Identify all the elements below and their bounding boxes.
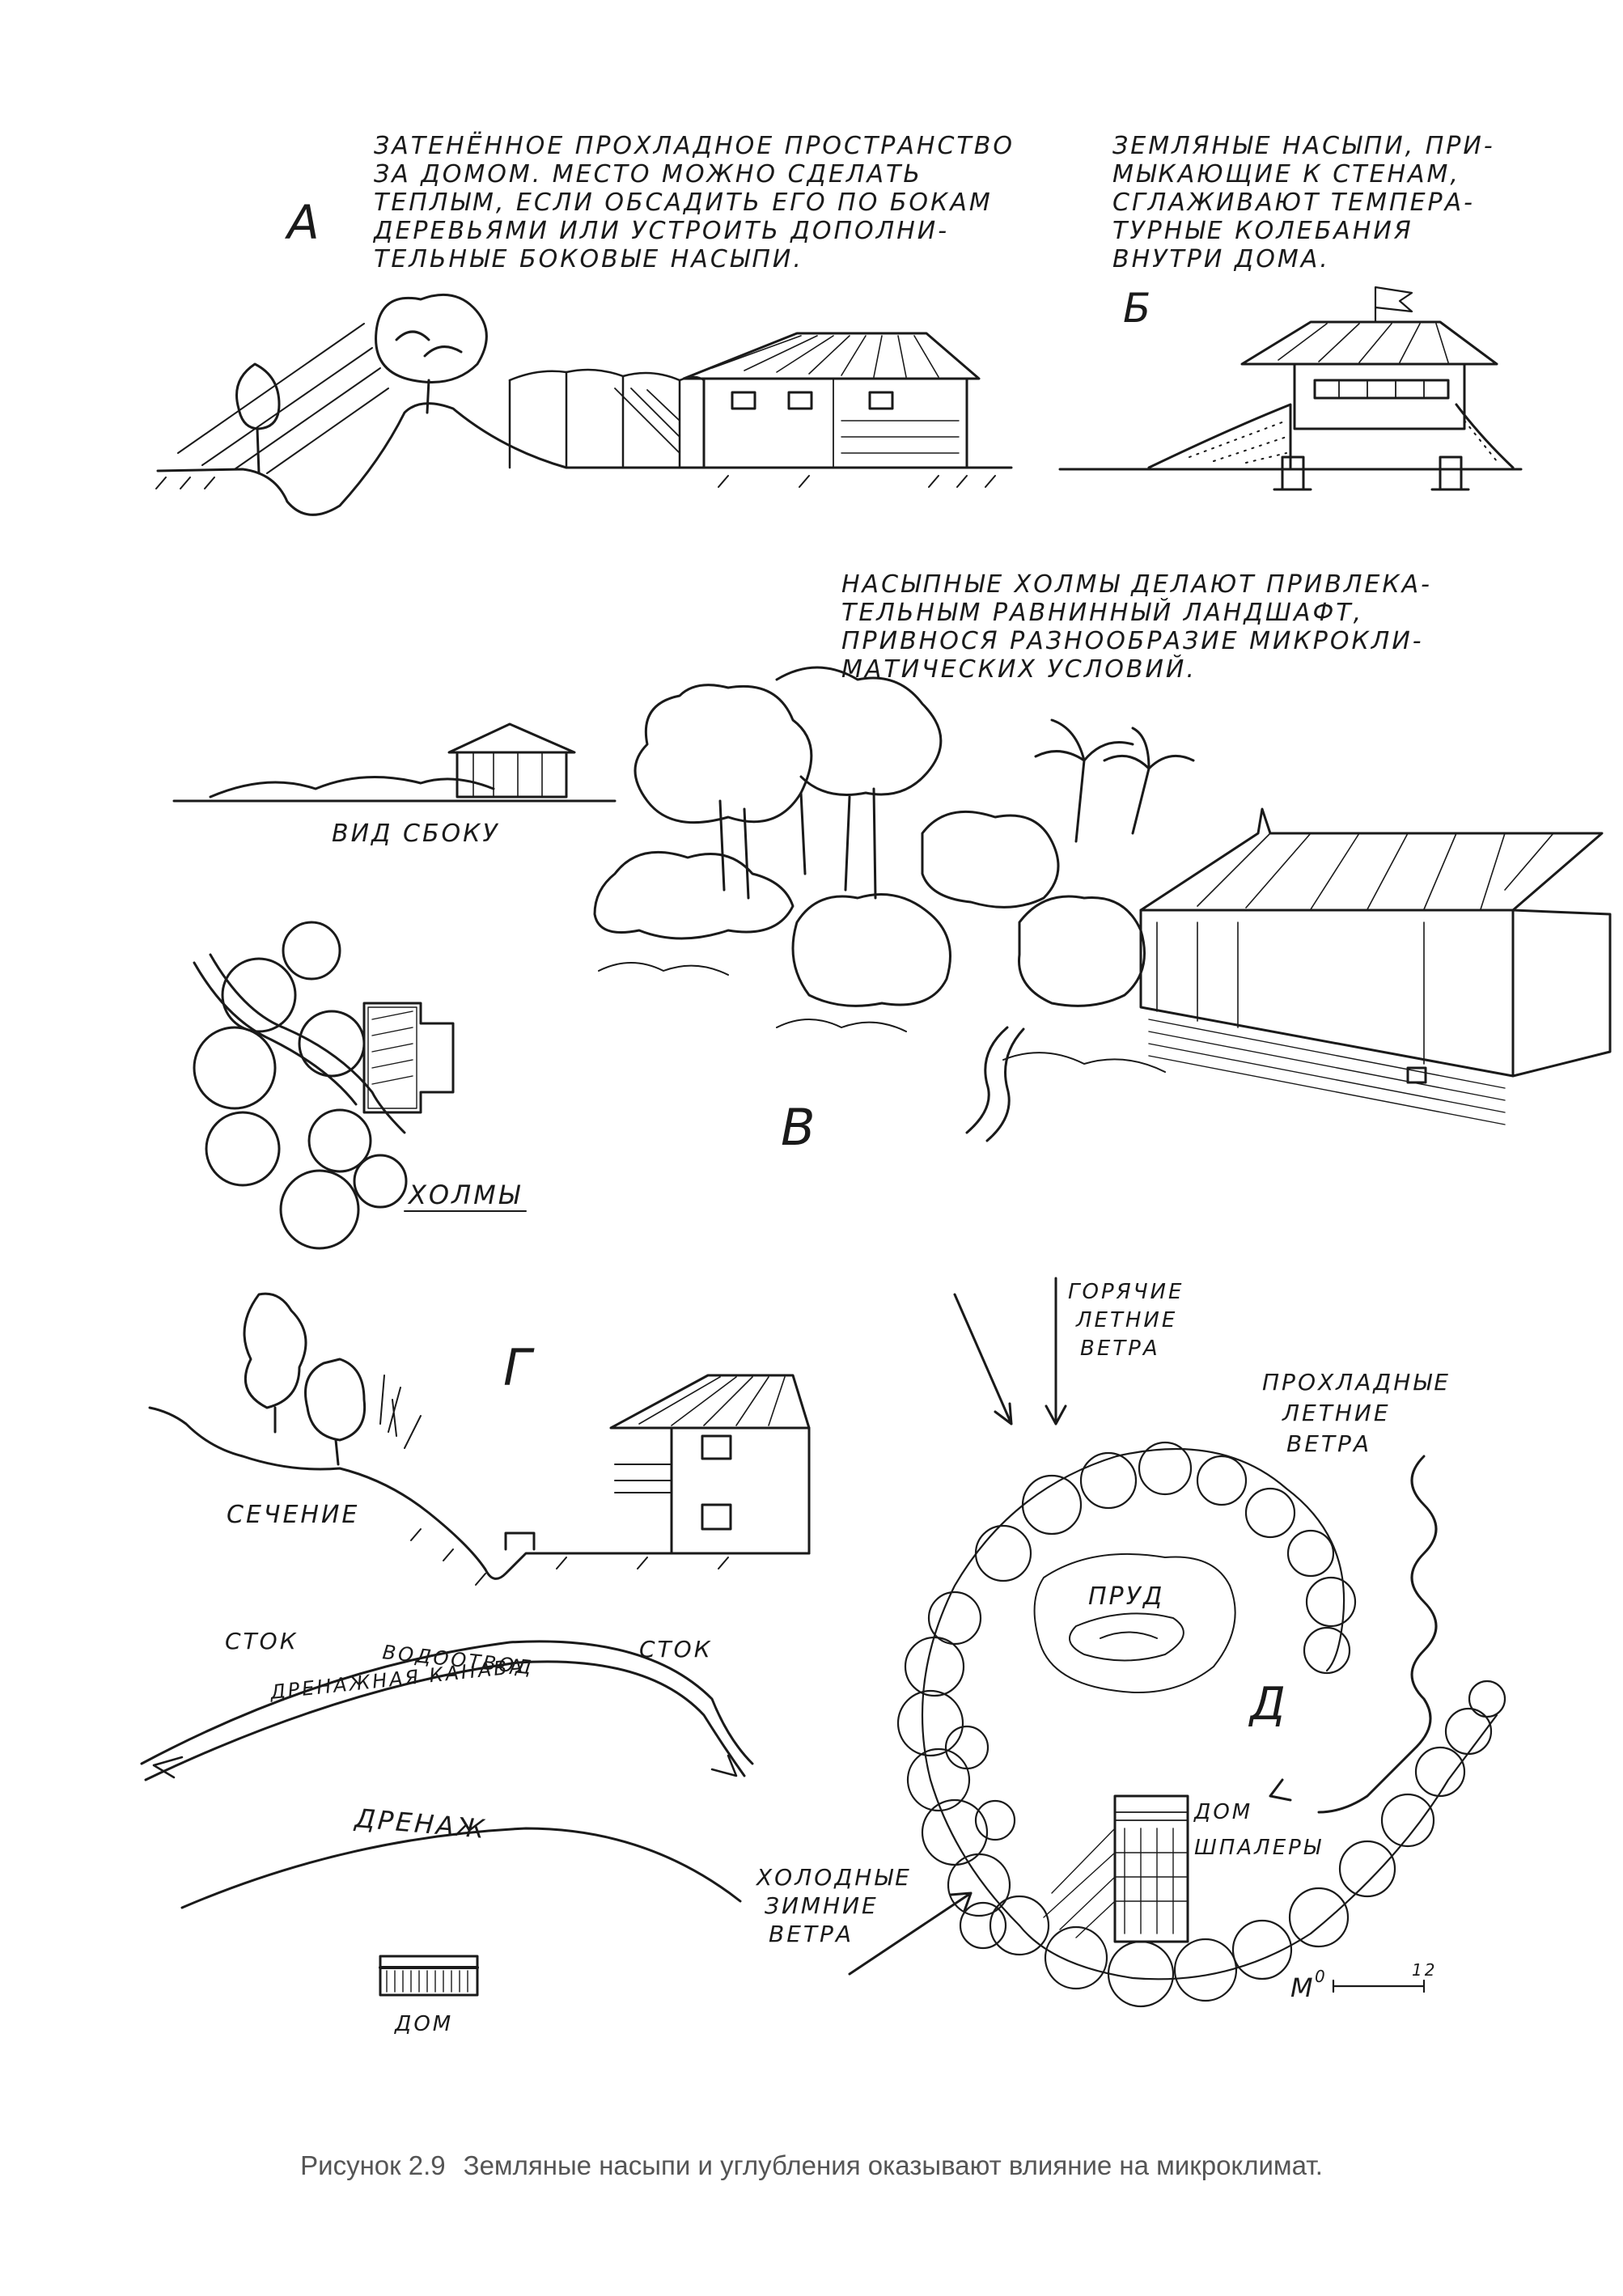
panel-g-letter: Г	[503, 1338, 535, 1397]
panel-b-house	[1240, 286, 1498, 491]
panel-a-house	[682, 332, 981, 469]
section-hatch	[410, 1528, 729, 1586]
shrub-mass-left	[593, 850, 795, 940]
panel-b-note-line-3: СГЛАЖИВАЮТ ТЕМПЕРА-	[1112, 189, 1475, 217]
scale-max: 12	[1412, 1960, 1437, 1980]
tree-trunks	[718, 787, 877, 900]
ground-shrubs	[598, 962, 1166, 1073]
panel-a-note-line-1: ЗАТЕНЁННОЕ ПРОХЛАДНОЕ ПРОСТРАНСТВО	[374, 131, 1015, 160]
panel-v-note-line-3: ПРИВНОСЯ РАЗНООБРАЗИЕ МИКРОКЛИ-	[841, 627, 1424, 655]
panel-a-ground	[156, 402, 1013, 516]
panel-b-note-line-2: МЫКАЮЩИЕ К СТЕНАМ,	[1112, 160, 1460, 189]
panel-a-vine-wall	[508, 368, 706, 469]
panel-a-note-line-4: ДЕРЕВЬЯМИ ИЛИ УСТРОИТЬ ДОПОЛНИ-	[372, 217, 949, 245]
shrub-mass-mid	[921, 810, 1060, 909]
panel-a-letter: А	[284, 195, 322, 250]
veranda-house	[1139, 807, 1612, 1125]
section-ground	[148, 1406, 811, 1580]
hills-plan: ХОЛМЫ	[193, 921, 527, 1250]
section-grass	[379, 1375, 422, 1449]
section-drain	[504, 1531, 536, 1551]
plan-house-label: ДОМ	[394, 2012, 453, 2036]
hills-label: ХОЛМЫ	[407, 1180, 522, 1210]
section-house	[609, 1374, 811, 1555]
panel-b-note-line-4: ТУРНЫЕ КОЛЕБАНИЯ	[1112, 217, 1413, 245]
panel-b-note-line-1: ЗЕМЛЯНЫЕ НАСЫПИ, ПРИ-	[1112, 132, 1495, 160]
cold-wind-arrow	[848, 1891, 973, 1976]
spiral-house	[1043, 1794, 1189, 1943]
panel-d-letter: Д	[1248, 1678, 1288, 1730]
panel-a: А ЗАТЕНЁННОЕ ПРОХЛАДНОЕ ПРОСТРАНСТВО ЗА …	[155, 131, 1015, 516]
panel-a-note-line-5: ТЕЛЬНЫЕ БОКОВЫЕ НАСЫПИ.	[374, 245, 803, 273]
palm-trees	[1034, 718, 1195, 843]
section-tree-1	[243, 1292, 307, 1434]
shrub-mass-right	[1018, 895, 1146, 1007]
perspective-scene	[593, 666, 1612, 1142]
scale-bar: М 0 12	[1290, 1960, 1437, 2003]
panel-a-sun-rays	[177, 323, 389, 474]
hot-winds-line-1: ГОРЯЧИЕ	[1068, 1280, 1184, 1304]
spiral-house-label: ДОМ	[1193, 1800, 1252, 1824]
figure-caption-text: Земляные насыпи и углубления оказывают в…	[463, 2150, 1323, 2180]
cool-wind-squiggle	[1269, 1455, 1438, 1814]
panel-a-big-tree	[375, 293, 488, 414]
hot-wind-arrow-left	[953, 1293, 1013, 1425]
figure-number: Рисунок 2.9	[300, 2150, 446, 2180]
hot-winds-line-3: ВЕТРА	[1080, 1337, 1160, 1361]
trellis-label: ШПАЛЕРЫ	[1194, 1836, 1323, 1860]
pond: ПРУД	[1033, 1553, 1236, 1693]
shrub-mass-front	[791, 893, 951, 1007]
pond-label: ПРУД	[1088, 1582, 1164, 1611]
tree-canopy-2	[775, 666, 943, 796]
panel-b-note-line-5: ВНУТРИ ДОМА.	[1112, 245, 1330, 273]
tree-spiral	[896, 1441, 1506, 2008]
tree-canopy-1	[634, 684, 813, 824]
section-label: СЕЧЕНИЕ	[227, 1501, 359, 1529]
panel-b-berm-right	[1455, 403, 1515, 469]
scale-letter: М	[1290, 1972, 1316, 2003]
panel-b-letter: Б	[1123, 285, 1153, 332]
panel-a-ground-hatch	[155, 475, 996, 489]
path-stroke	[965, 1026, 1025, 1142]
panel-v-note-line-4: МАТИЧЕСКИХ УСЛОВИЙ.	[841, 654, 1197, 684]
panel-a-note-line-2: ЗА ДОМОМ. МЕСТО МОЖНО СДЕЛАТЬ	[374, 160, 922, 189]
hot-winds-line-2: ЛЕТНИЕ	[1075, 1308, 1177, 1332]
panel-g: Г СЕЧЕНИЕ СТОК СТОК ВОДООТВОД	[140, 1292, 811, 2036]
panel-v-letter: В	[781, 1098, 818, 1157]
section-tree-2	[304, 1358, 367, 1466]
cool-winds-line-3: ВЕТРА	[1286, 1430, 1371, 1457]
panel-v-note-line-1: НАСЫПНЫЕ ХОЛМЫ ДЕЛАЮТ ПРИВЛЕКА-	[841, 570, 1432, 599]
panel-d: Д ГОРЯЧИЕ ЛЕТНИЕ ВЕТРА ПРОХЛАДНЫЕ ЛЕТНИЕ…	[755, 1277, 1506, 2008]
drainage-plan	[140, 1640, 754, 1997]
side-view-sketch: ВИД СБОКУ	[172, 722, 617, 848]
panel-b-berm-left	[1147, 403, 1292, 469]
panel-a-small-tree	[235, 362, 281, 475]
cool-winds-line-2: ЛЕТНИЕ	[1282, 1400, 1391, 1426]
panel-v: В НАСЫПНЫЕ ХОЛМЫ ДЕЛАЮТ ПРИВЛЕКА- ТЕЛЬНЫ…	[172, 570, 1612, 1250]
drainage-label: ДРЕНАЖ	[352, 1802, 488, 1845]
runoff-right-label: СТОК	[639, 1636, 713, 1663]
cold-winds-line-1: ХОЛОДНЫЕ	[755, 1864, 912, 1891]
panel-a-note-line-3: ТЕПЛЫМ, ЕСЛИ ОБСАДИТЬ ЕГО ПО БОКАМ	[374, 189, 993, 217]
panel-b: Б ЗЕМЛЯНЫЕ НАСЫПИ, ПРИ- МЫКАЮЩИЕ К СТЕНА…	[1058, 132, 1523, 491]
figure-caption: Рисунок 2.9 Земляные насыпи и углубления …	[0, 2150, 1623, 2181]
panel-v-note-line-2: ТЕЛЬНЫМ РАВНИННЫЙ ЛАНДШАФТ,	[841, 598, 1363, 627]
side-view-label: ВИД СБОКУ	[332, 820, 500, 848]
hot-wind-arrow-right	[1045, 1277, 1067, 1425]
scale-zero: 0	[1315, 1967, 1328, 1986]
cold-winds-line-2: ЗИМНИЕ	[765, 1892, 879, 1919]
runoff-left-label: СТОК	[225, 1628, 299, 1654]
cool-winds-line-1: ПРОХЛАДНЫЕ	[1262, 1369, 1451, 1396]
cold-winds-line-3: ВЕТРА	[769, 1921, 854, 1947]
